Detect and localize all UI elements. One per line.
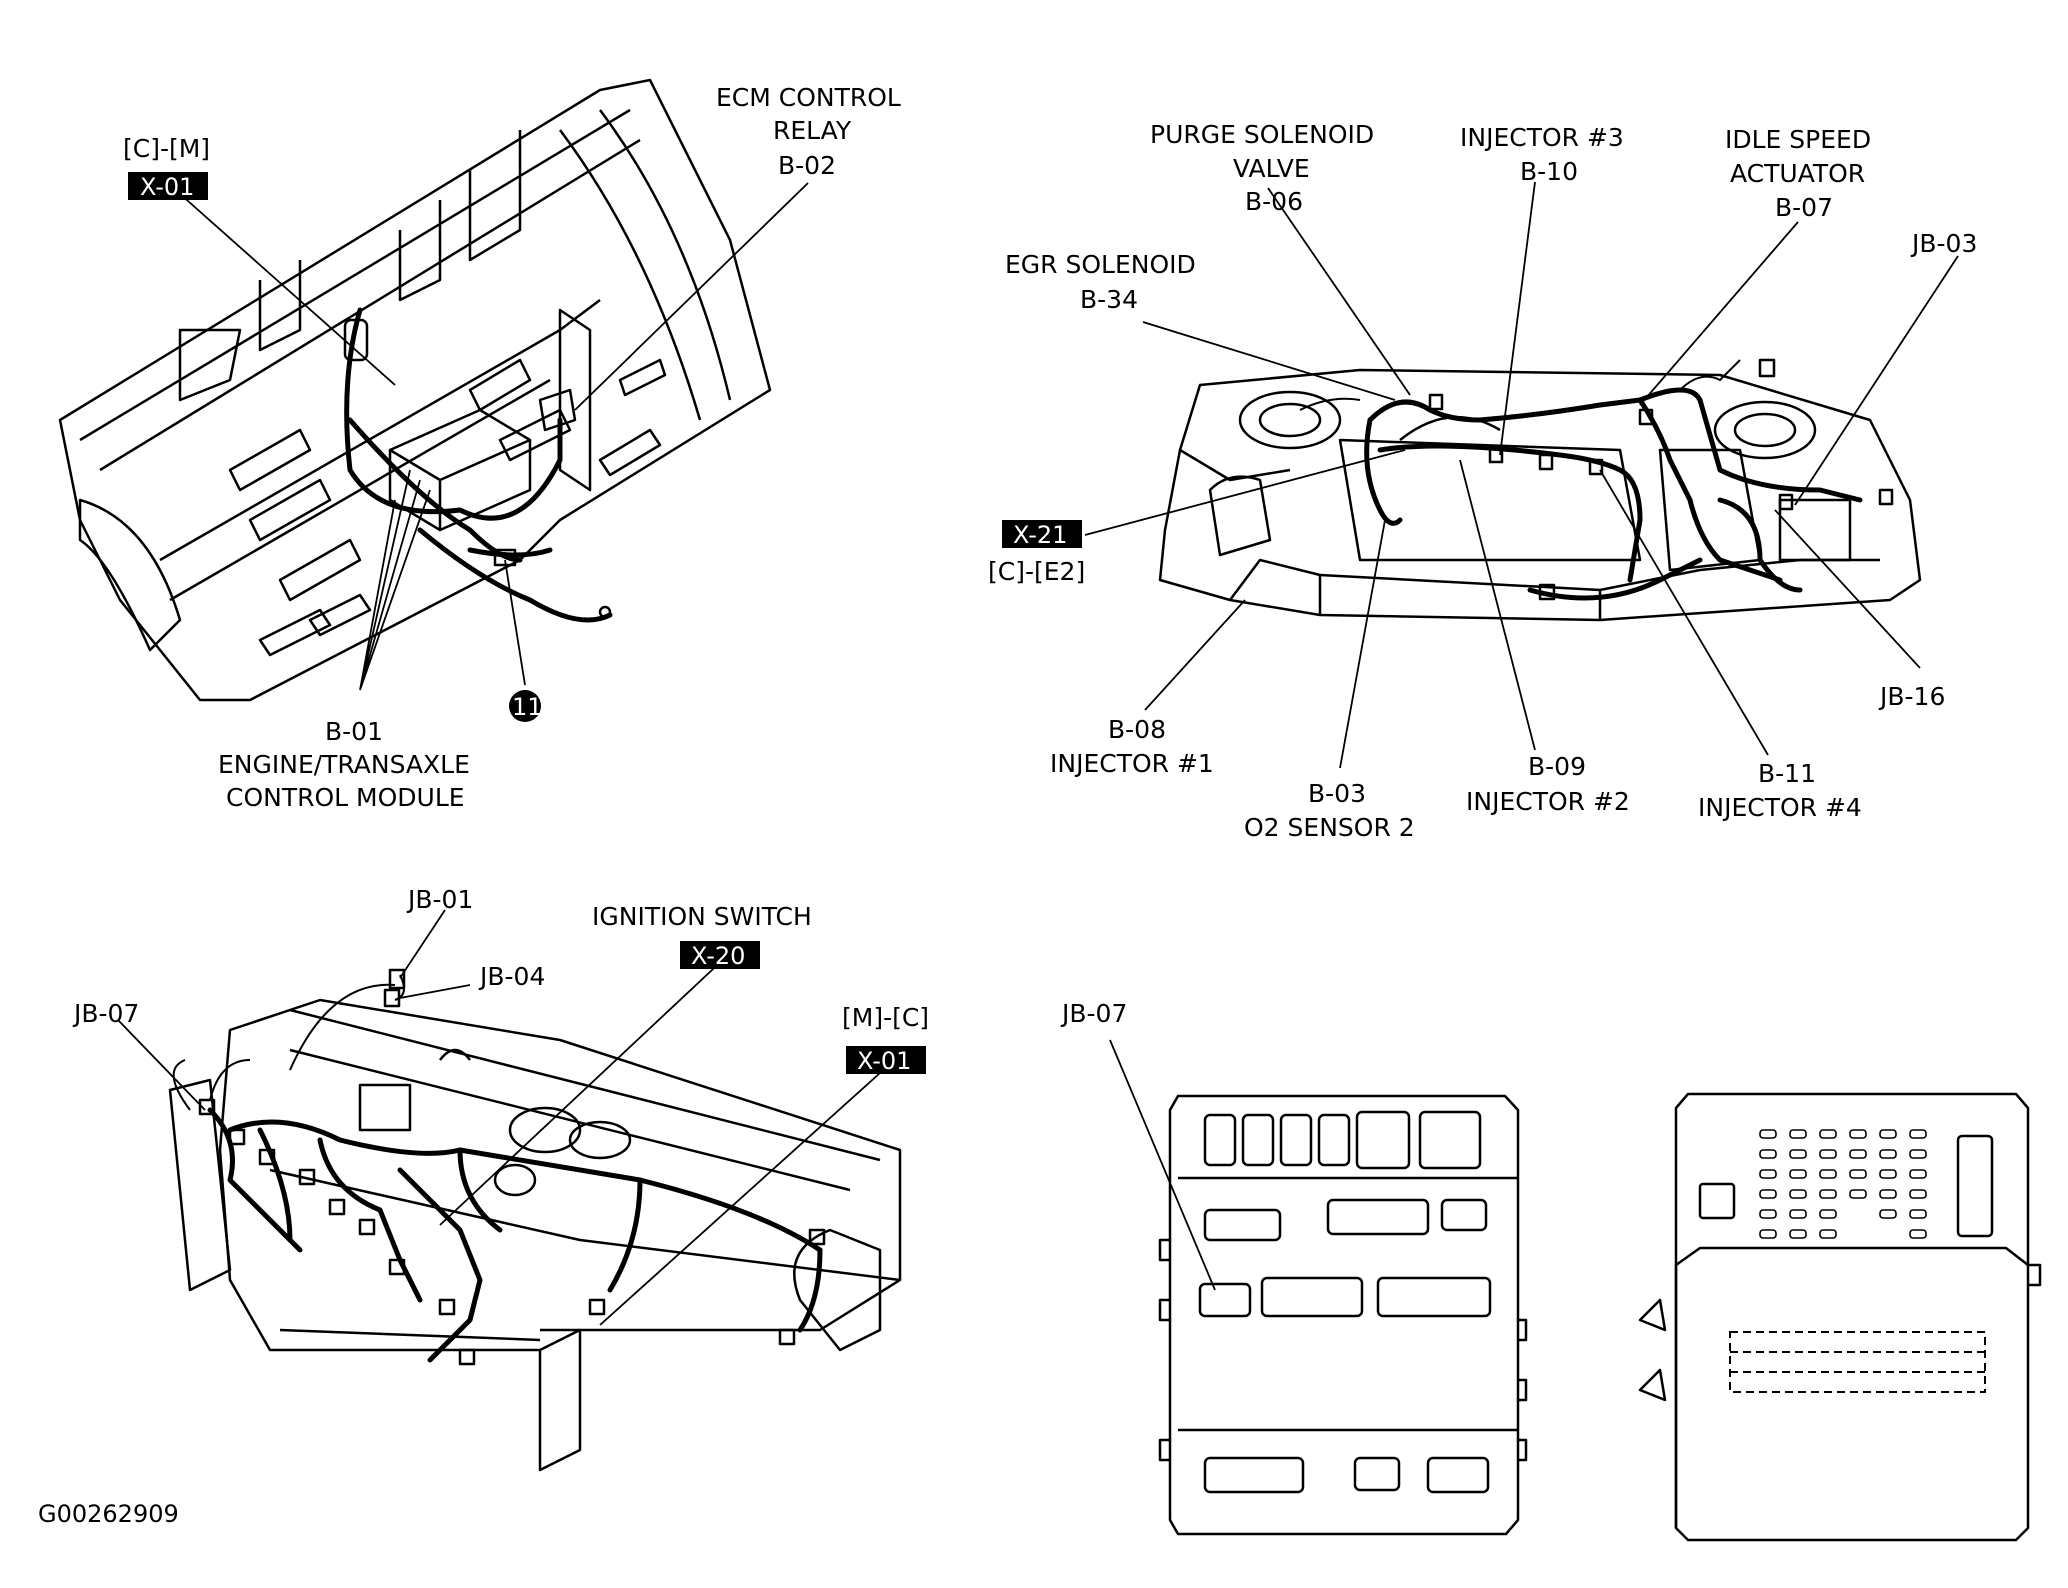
jb07-dash-label: JB-07 — [72, 999, 139, 1028]
ignition-switch-label: IGNITION SWITCH — [592, 902, 812, 931]
o2-sensor-label: O2 SENSOR 2 — [1244, 813, 1415, 842]
ecm-relay-label-2: RELAY — [773, 116, 852, 145]
ecm-panel: [C]-[M] X-01 ECM CONTROL RELAY B-02 11 B… — [58, 78, 901, 812]
injector4-label: INJECTOR #4 — [1698, 793, 1862, 822]
jb07-box-label: JB-07 — [1060, 999, 1127, 1028]
b01-name-2: CONTROL MODULE — [226, 783, 465, 812]
jb03-label: JB-03 — [1910, 229, 1977, 258]
figure-code: G00262909 — [38, 1500, 179, 1528]
purge-valve-label-1: PURGE SOLENOID — [1150, 120, 1374, 149]
fuse-grid — [1759, 1129, 1927, 1239]
ecm-relay-label-1: ECM CONTROL — [716, 83, 901, 112]
b09-label: B-09 — [1528, 752, 1586, 781]
jb16-label: JB-16 — [1878, 682, 1945, 711]
idle-actuator-label-3: B-07 — [1775, 193, 1833, 222]
purge-valve-label-2: VALVE — [1233, 154, 1310, 183]
injector1-label: INJECTOR #1 — [1050, 749, 1214, 778]
junction-panel: JB-07 — [1060, 999, 2042, 1542]
purge-valve-label-3: B-06 — [1245, 187, 1303, 216]
jb04-label: JB-04 — [478, 962, 545, 991]
injector3-label-1: INJECTOR #3 — [1460, 123, 1624, 152]
b01-label: B-01 — [325, 717, 383, 746]
jb01-label: JB-01 — [406, 885, 473, 914]
ground-point-11: 11 — [512, 693, 543, 721]
idle-actuator-label-2: ACTUATOR — [1730, 159, 1865, 188]
x01-dash-tag: X-01 — [857, 1047, 911, 1075]
idle-actuator-label-1: IDLE SPEED — [1725, 125, 1871, 154]
dash-panel: JB-01 JB-04 JB-07 IGNITION SWITCH X-20 [… — [72, 885, 929, 1472]
mc-label: [M]-[C] — [842, 1003, 929, 1032]
ecm-relay-label-3: B-02 — [778, 151, 836, 180]
b08-label: B-08 — [1108, 715, 1166, 744]
x20-tag: X-20 — [691, 942, 745, 970]
x21-tag: X-21 — [1013, 521, 1067, 549]
x01-top-tag: X-01 — [140, 173, 194, 201]
b01-name-1: ENGINE/TRANSAXLE — [218, 750, 470, 779]
engine-panel: PURGE SOLENOID VALVE B-06 INJECTOR #3 B-… — [988, 120, 1977, 842]
injector3-label-2: B-10 — [1520, 157, 1578, 186]
cm-top-label: [C]-[M] — [123, 134, 210, 163]
ce2-label: [C]-[E2] — [988, 557, 1085, 586]
egr-solenoid-label-2: B-34 — [1080, 285, 1138, 314]
egr-solenoid-label-1: EGR SOLENOID — [1005, 250, 1196, 279]
b11-label: B-11 — [1758, 759, 1816, 788]
injector2-label: INJECTOR #2 — [1466, 787, 1630, 816]
b03-label: B-03 — [1308, 779, 1366, 808]
